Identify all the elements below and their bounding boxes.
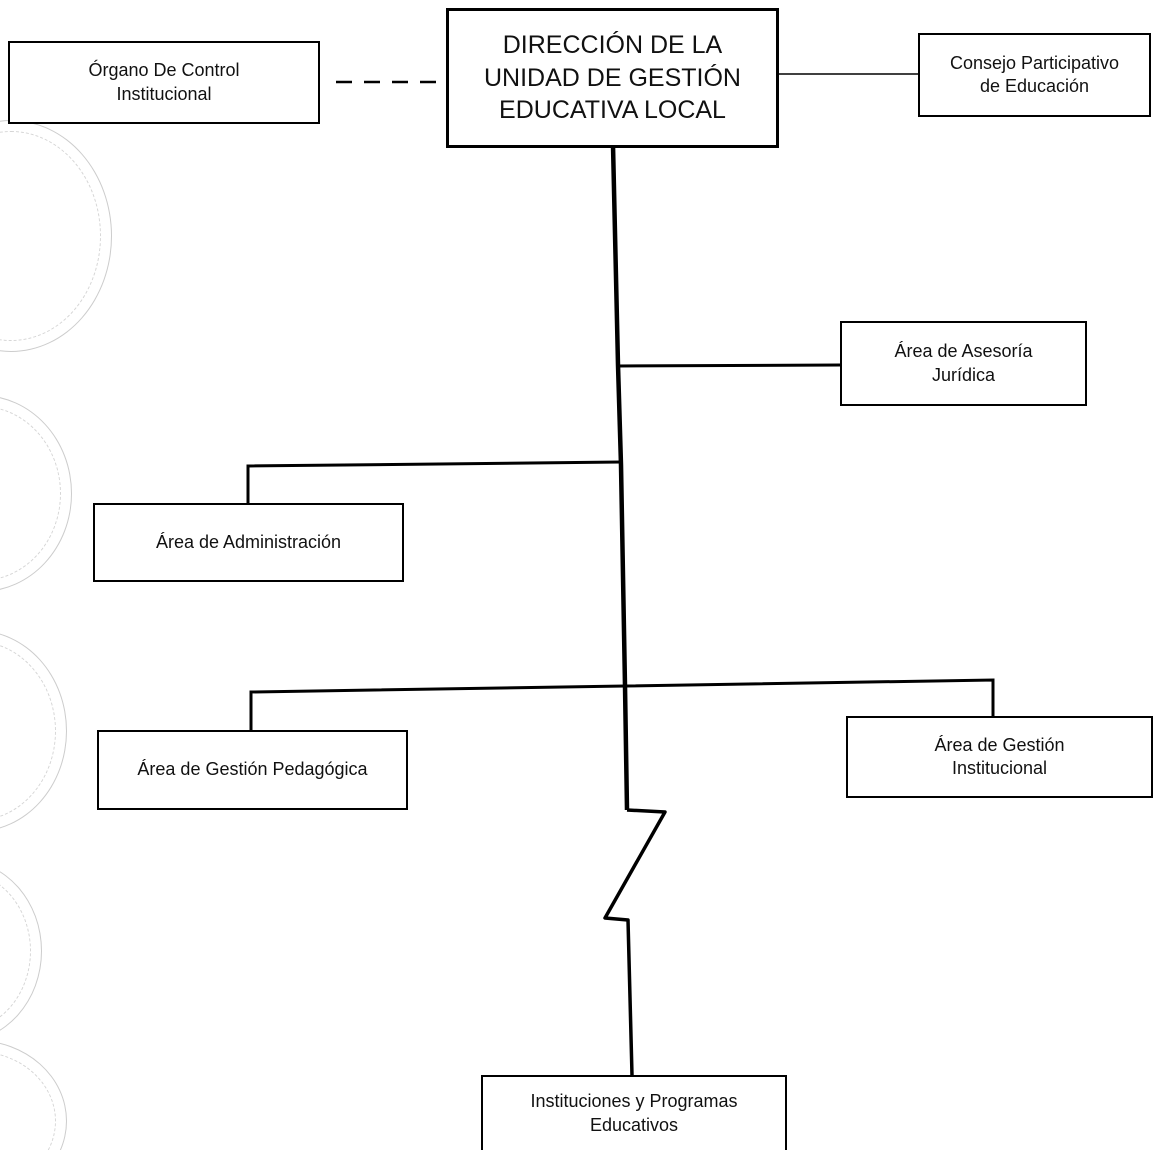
connector-admin [246, 460, 622, 505]
admin-area-label: Área de Administración [155, 531, 342, 552]
spine-break [603, 808, 667, 1076]
pedagogic-area-box: Área de Gestión Pedagógica [97, 730, 408, 810]
admin-area-box: Área de Administración [93, 503, 404, 582]
main-spine [610, 144, 630, 811]
council-box: Consejo Participativo de Educación [918, 33, 1151, 117]
pedagogic-area-label: Área de Gestión Pedagógica [137, 759, 368, 780]
control-body-box: Órgano De Control Institucional [8, 41, 320, 124]
director-box: DIRECCIÓN DE LA UNIDAD DE GESTIÓN EDUCAT… [446, 8, 779, 148]
legal-area-label: Área de Asesoría Jurídica [894, 341, 1033, 385]
control-body-label: Órgano De Control Institucional [88, 60, 240, 104]
institutional-area-label: Área de Gestión Institucional [934, 734, 1065, 778]
institutions-label: Instituciones y Programas Educativos [530, 1091, 738, 1135]
institutional-area-box: Área de Gestión Institucional [846, 716, 1153, 798]
connector-institutional [624, 678, 995, 717]
council-label: Consejo Participativo de Educación [949, 52, 1120, 96]
institutions-box: Instituciones y Programas Educativos [481, 1075, 787, 1150]
connector-pedagogic [249, 684, 626, 733]
connector-legal [617, 363, 842, 368]
legal-area-box: Área de Asesoría Jurídica [840, 321, 1087, 406]
director-label: DIRECCIÓN DE LA UNIDAD DE GESTIÓN EDUCAT… [484, 31, 741, 125]
